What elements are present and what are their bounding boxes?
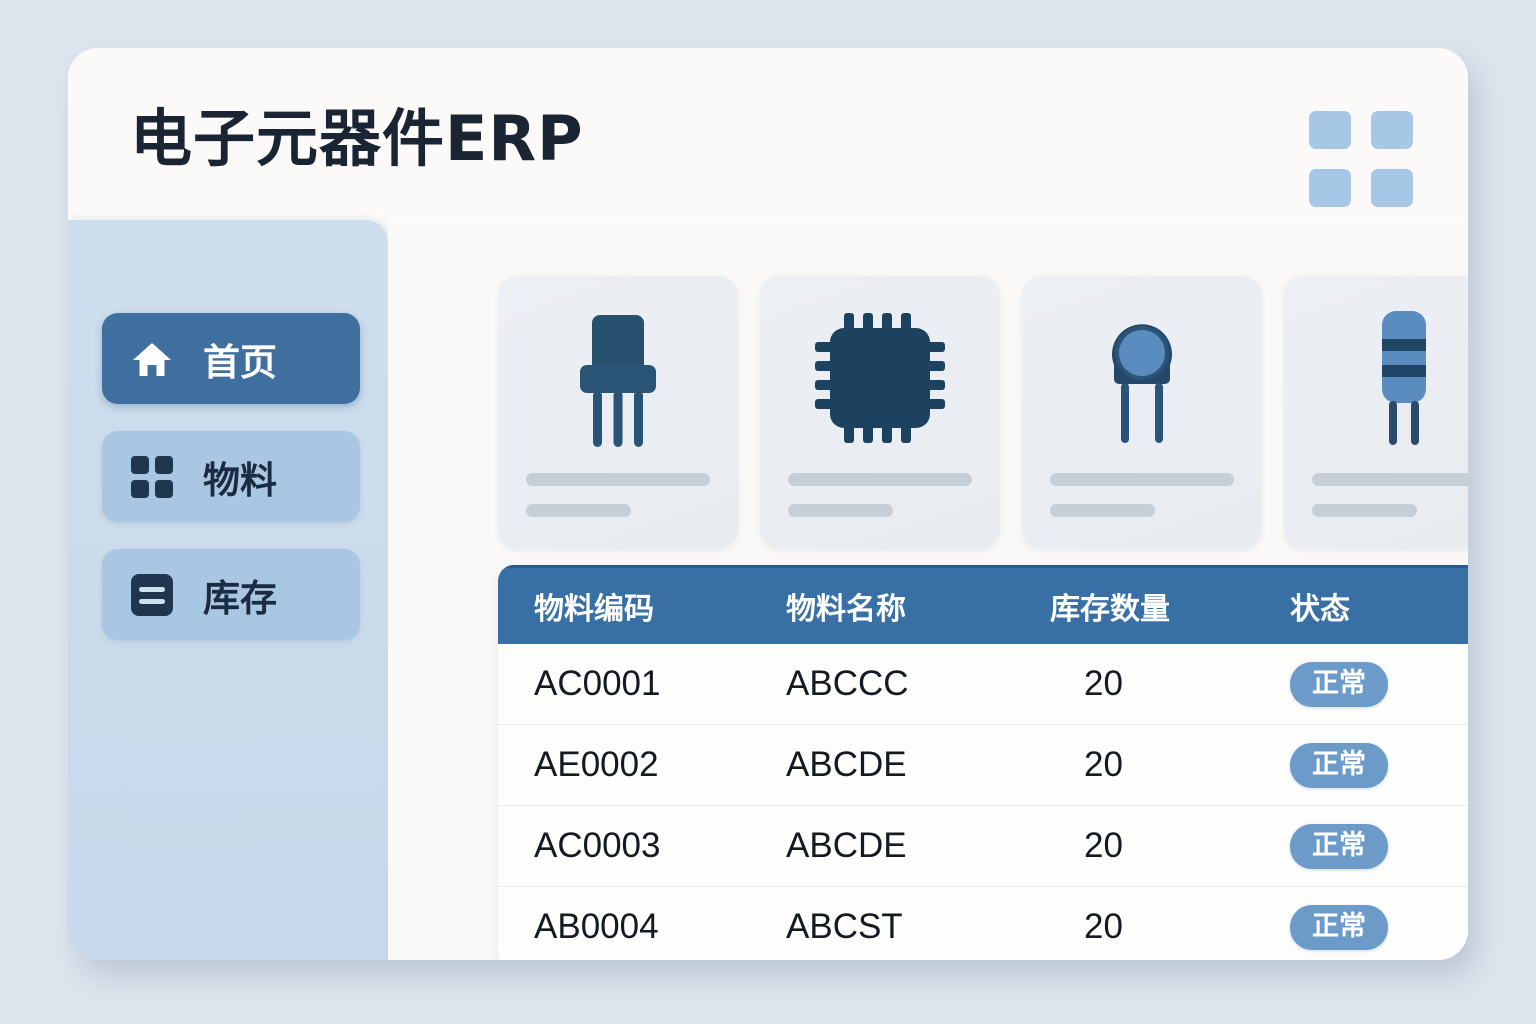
status-badge[interactable]: 正常 <box>1290 743 1388 788</box>
component-card-transistor[interactable] <box>498 276 738 549</box>
cell-qty: 20 <box>1084 664 1123 703</box>
document-list-icon <box>129 572 175 618</box>
resistor-icon <box>1284 298 1468 458</box>
home-icon <box>129 336 175 382</box>
sidebar-item-materials[interactable]: 物料 <box>102 431 360 522</box>
table-row[interactable]: AB0004 ABCST 20 正常 <box>498 887 1468 960</box>
grid-cell <box>1371 169 1413 207</box>
sidebar-item-label: 首页 <box>203 340 277 384</box>
card-placeholder-lines <box>788 473 972 517</box>
sidebar-item-label: 物料 <box>203 458 277 502</box>
table-row[interactable]: AE0002 ABCDE 20 正常 <box>498 725 1468 806</box>
inventory-table: 物料编码 物料名称 库存数量 状态 AC0001 ABCCC 20 正常 AE0… <box>498 565 1468 960</box>
cell-name: ABCCC <box>786 664 909 703</box>
column-header-qty[interactable]: 库存数量 <box>1050 592 1170 627</box>
cell-status: 正常 <box>1290 661 1468 707</box>
grid-icon <box>129 454 175 500</box>
grid-2x2-icon[interactable] <box>1309 111 1414 207</box>
grid-cell <box>1371 111 1413 149</box>
sidebar: 首页 物料 库存 <box>68 220 388 960</box>
table-row[interactable]: AC0003 ABCDE 20 正常 <box>498 806 1468 887</box>
sidebar-nav: 首页 物料 库存 <box>102 313 360 667</box>
cell-name: ABCDE <box>786 745 907 784</box>
component-card-resistor[interactable] <box>1284 276 1468 549</box>
main-content: 物料编码 物料名称 库存数量 状态 AC0001 ABCCC 20 正常 AE0… <box>388 220 1468 960</box>
cell-code: AB0004 <box>534 907 659 946</box>
page-title: 电子元器件ERP <box>130 102 584 175</box>
column-header-code[interactable]: 物料编码 <box>534 592 654 627</box>
column-header-status[interactable]: 状态 <box>1290 592 1350 627</box>
grid-cell <box>1309 169 1351 207</box>
table-header-row: 物料编码 物料名称 库存数量 状态 <box>498 565 1468 644</box>
sidebar-item-label: 库存 <box>203 576 277 620</box>
cell-status: 正常 <box>1290 742 1468 788</box>
cell-code: AC0003 <box>534 826 661 865</box>
sidebar-item-home[interactable]: 首页 <box>102 313 360 404</box>
cell-qty: 20 <box>1084 826 1123 865</box>
grid-cell <box>1309 111 1351 149</box>
cell-name: ABCST <box>786 907 903 946</box>
cell-name: ABCDE <box>786 826 907 865</box>
status-badge[interactable]: 正常 <box>1290 905 1388 950</box>
sidebar-item-inventory[interactable]: 库存 <box>102 549 360 640</box>
cell-status: 正常 <box>1290 823 1468 869</box>
card-placeholder-lines <box>526 473 710 517</box>
app-header: 电子元器件ERP <box>68 48 1468 220</box>
component-card-ic-chip[interactable] <box>760 276 1000 549</box>
status-badge[interactable]: 正常 <box>1290 824 1388 869</box>
component-cards <box>498 276 1468 549</box>
table-row[interactable]: AC0001 ABCCC 20 正常 <box>498 644 1468 725</box>
status-badge[interactable]: 正常 <box>1290 662 1388 707</box>
ceramic-capacitor-icon <box>1022 298 1262 458</box>
card-placeholder-lines <box>1050 473 1234 517</box>
cell-code: AC0001 <box>534 664 661 703</box>
app-window: 电子元器件ERP 首页 <box>68 48 1468 960</box>
ic-chip-icon <box>760 298 1000 458</box>
column-header-name[interactable]: 物料名称 <box>786 592 906 627</box>
cell-status: 正常 <box>1290 904 1468 950</box>
cell-qty: 20 <box>1084 907 1123 946</box>
transistor-icon <box>498 298 738 458</box>
cell-qty: 20 <box>1084 745 1123 784</box>
component-card-capacitor[interactable] <box>1022 276 1262 549</box>
cell-code: AE0002 <box>534 745 659 784</box>
card-placeholder-lines <box>1312 473 1468 517</box>
